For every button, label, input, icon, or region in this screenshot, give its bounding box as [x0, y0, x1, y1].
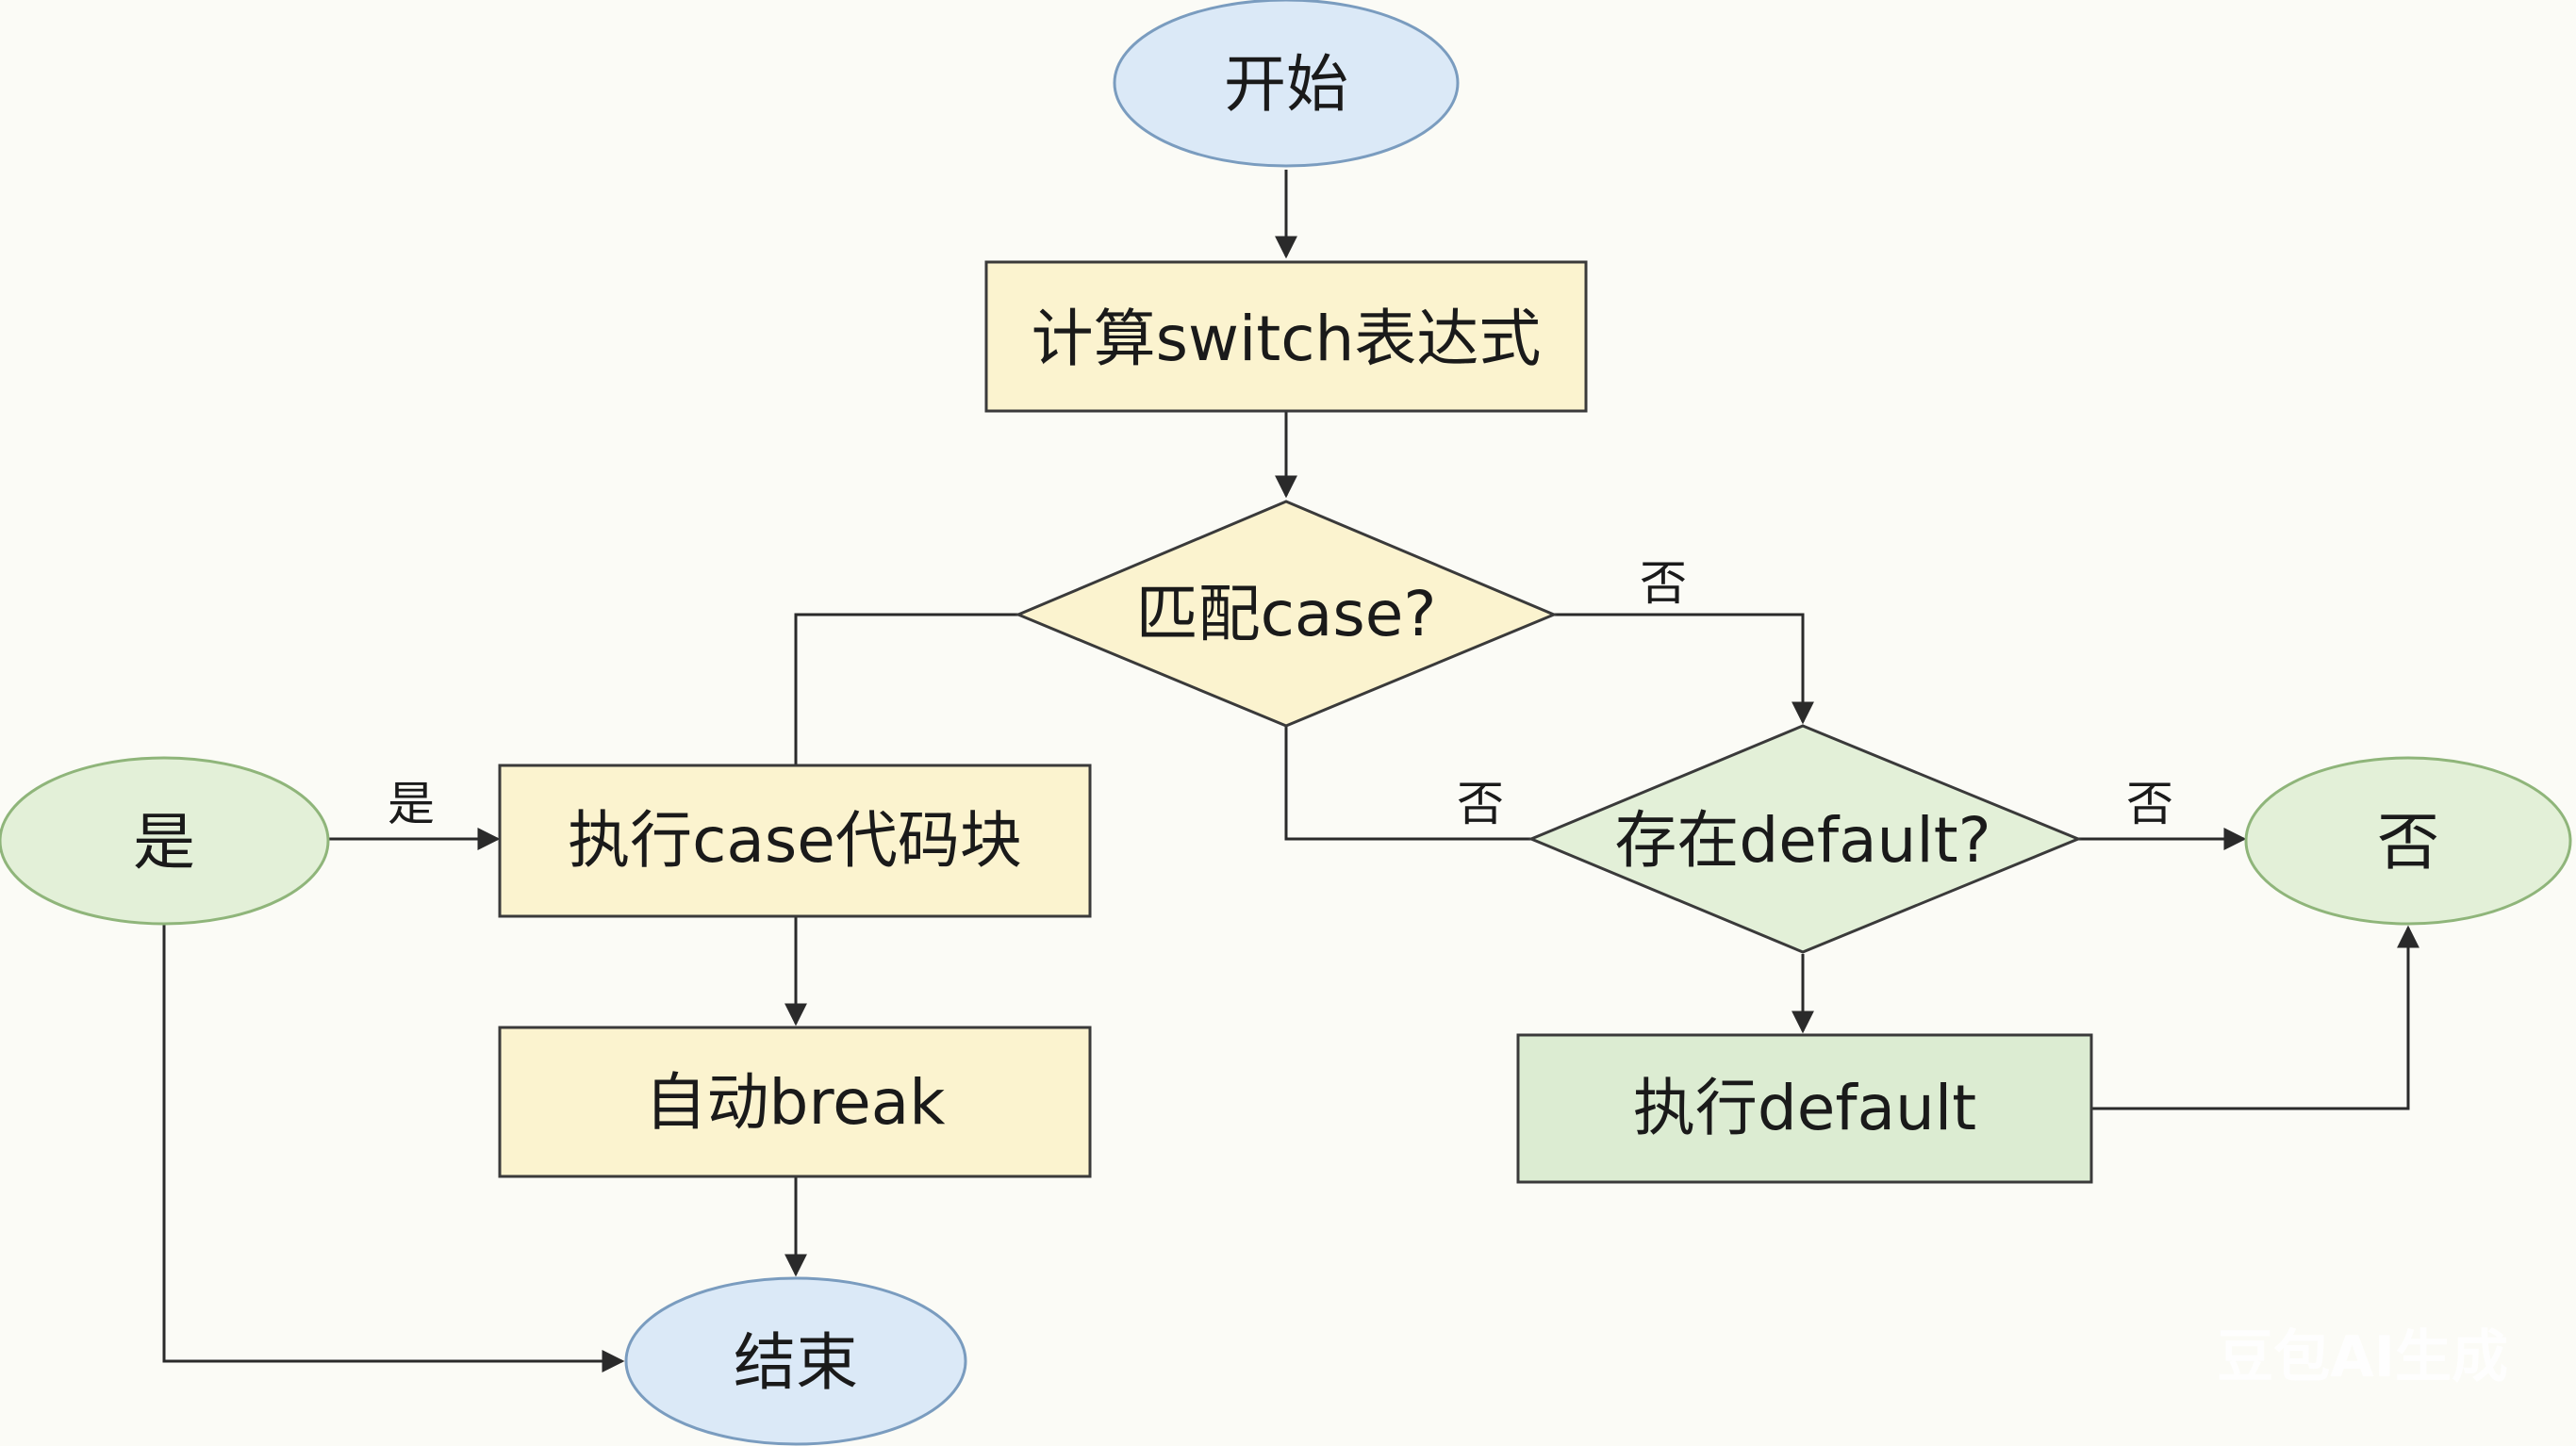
node-exec-default: 执行default — [1516, 1033, 2093, 1184]
edge-label-match-no: 否 — [1640, 556, 1687, 611]
edge-label-yes-to-exec: 是 — [388, 777, 435, 831]
node-exec-case-label: 执行case代码块 — [568, 804, 1022, 877]
node-has-default: 存在default? — [1527, 724, 2082, 954]
node-end: 结束 — [624, 1276, 967, 1446]
node-no-label: 否 — [2377, 806, 2439, 879]
node-exec-case: 执行case代码块 — [498, 764, 1092, 918]
node-auto-break: 自动break — [498, 1026, 1092, 1178]
node-match: 匹配case? — [1015, 500, 1558, 728]
node-auto-break-label: 自动break — [645, 1066, 947, 1139]
node-start-label: 开始 — [1224, 48, 1348, 121]
edge-match-to-exec-case — [794, 613, 1018, 765]
edge-label-default-no: 否 — [2126, 777, 2173, 831]
node-start: 开始 — [1113, 0, 1460, 168]
edge-match-to-has-default — [1554, 613, 1814, 725]
node-yes: 是 — [0, 756, 330, 926]
watermark-text: 豆包AI生成 — [2217, 1324, 2508, 1390]
edge-match-bottom-to-has-default — [1284, 726, 1531, 841]
edges — [162, 170, 2419, 1372]
node-exec-default-label: 执行default — [1633, 1072, 1976, 1144]
edge-exec-default-to-no — [2091, 925, 2419, 1110]
node-compute: 计算switch表达式 — [984, 260, 1588, 413]
edge-yes-to-end — [162, 924, 625, 1372]
node-end-label: 结束 — [734, 1326, 858, 1399]
node-no: 否 — [2244, 756, 2572, 926]
node-match-label: 匹配case? — [1136, 578, 1437, 650]
node-compute-label: 计算switch表达式 — [1032, 303, 1542, 375]
node-yes-label: 是 — [133, 806, 195, 879]
edge-label-match-to-default-no: 否 — [1457, 777, 1504, 831]
node-has-default-label: 存在default? — [1614, 804, 1990, 877]
